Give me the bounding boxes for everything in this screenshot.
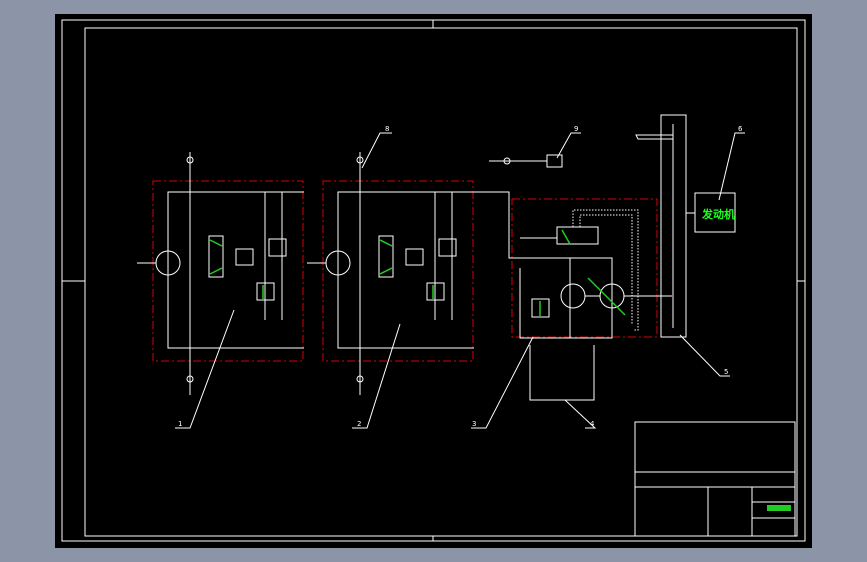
svg-text:1: 1: [178, 420, 182, 428]
svg-text:6: 6: [738, 125, 743, 133]
gearbox: [635, 114, 695, 338]
title-block: [634, 421, 796, 537]
svg-text:9: 9: [574, 125, 578, 133]
engine-box: [694, 192, 736, 233]
center-marks: [62, 20, 805, 541]
outer-border: [61, 19, 806, 542]
pump-module: [474, 191, 672, 339]
motor-module-1: [137, 152, 304, 395]
engine-label: 发动机: [701, 207, 735, 221]
leader-lines: [175, 132, 745, 429]
svg-text:5: 5: [724, 368, 728, 376]
title-block-drawing-name: [767, 505, 791, 511]
svg-text:2: 2: [357, 420, 361, 428]
tank: [529, 345, 595, 401]
pump-module-boundary: [511, 198, 658, 338]
svg-text:3: 3: [472, 420, 476, 428]
accessory-9: [489, 154, 563, 168]
inner-frame: [84, 27, 798, 537]
svg-text:8: 8: [385, 125, 389, 133]
motor-module-2: [307, 152, 474, 395]
svg-text:4: 4: [590, 420, 595, 428]
callout-numbers: 1 2 3 4 5 6 8 9: [178, 125, 743, 428]
